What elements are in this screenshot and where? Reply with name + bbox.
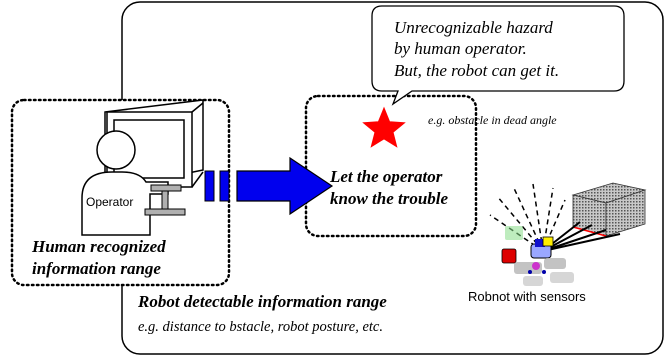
callout-bubble [371,5,625,106]
robot-range-title: Robot detectable information range [137,292,387,311]
robot-label: Robnot with sensors [468,289,586,304]
human-range-title-2: information range [32,259,161,278]
robot-range-example: e.g. distance to bstacle, robot posture,… [138,319,383,335]
human-range-title-1: Human recognized [31,237,166,256]
arrow-label-2: know the trouble [330,189,449,208]
arrow-label-1: Let the operator [329,167,443,186]
robot-icon [501,226,574,286]
operator-figure-icon [81,130,169,236]
notify-arrow [204,156,334,216]
desk-icon [144,184,186,216]
callout-line-1: Unrecognizable hazard [394,18,553,37]
callout-line-3: But, the robot can get it. [394,61,559,80]
hazard-star-icon [362,106,406,148]
obstacle-wall-icon [571,182,647,237]
operator-label: Operator [86,195,133,209]
hazard-region-box [304,94,478,238]
sensor-rays [542,221,621,252]
hazard-caption: e.g. obstacle in dead angle [428,113,557,127]
callout-line-2: by human operator. [394,39,527,58]
